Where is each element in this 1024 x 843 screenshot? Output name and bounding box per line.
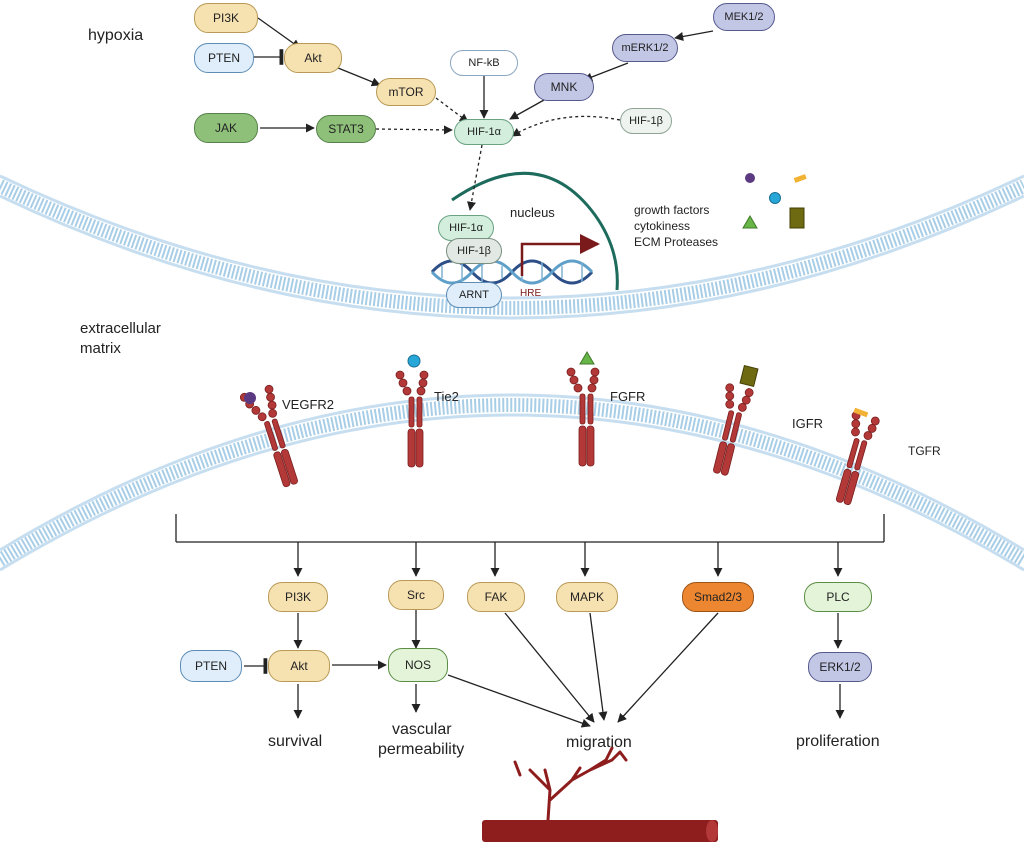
label-tgfr: TGFR xyxy=(908,444,941,458)
node-pi3k-top: PI3K xyxy=(194,3,258,33)
node-src: Src xyxy=(388,580,444,610)
tie2-ligand xyxy=(407,354,421,368)
node-hif1a-top: HIF-1α xyxy=(454,119,514,145)
growth-factor-olive-rect xyxy=(789,207,805,229)
receptor-fgfr xyxy=(566,367,600,467)
node-plc: PLC xyxy=(804,582,872,612)
receptor-vegfr2 xyxy=(239,384,298,488)
receptor-igfr xyxy=(713,383,754,476)
label-ecm-line1: extracellular xyxy=(80,320,161,337)
node-pi3k-bottom: PI3K xyxy=(268,582,328,612)
vegf-ligand xyxy=(244,392,256,404)
label-hre: HRE xyxy=(520,288,542,299)
node-hif1b-top: HIF-1β xyxy=(620,108,672,134)
tgf-ligand xyxy=(853,407,869,418)
node-smad23: Smad2/3 xyxy=(682,582,754,612)
label-secreted-2: cytokiness xyxy=(634,219,691,233)
node-hif1b-nucleus: HIF-1β xyxy=(446,238,502,264)
label-permeability: permeability xyxy=(378,741,465,758)
node-fak: FAK xyxy=(467,582,525,612)
label-hypoxia: hypoxia xyxy=(88,27,144,44)
receptor-tie2 xyxy=(395,370,429,468)
label-nucleus: nucleus xyxy=(510,205,555,220)
node-jak: JAK xyxy=(194,113,258,143)
receptor-tgfr xyxy=(835,411,880,505)
node-nfkb: NF-kB xyxy=(450,50,518,76)
growth-factor-blue-dot xyxy=(769,192,781,204)
node-nos: NOS xyxy=(388,648,448,682)
growth-factor-yellow-bar xyxy=(793,174,807,183)
fgf-ligand xyxy=(579,351,595,365)
node-mek12: MEK1/2 xyxy=(713,3,775,31)
node-merk12: mERK1/2 xyxy=(612,34,678,62)
blood-vessel-icon xyxy=(482,746,718,842)
node-mapk: MAPK xyxy=(556,582,618,612)
label-tie2: Tie2 xyxy=(434,389,459,404)
nucleus-envelope xyxy=(451,171,619,291)
node-erk12: ERK1/2 xyxy=(808,652,872,682)
label-vegfr2: VEGFR2 xyxy=(282,397,335,412)
dna-helix xyxy=(430,259,594,285)
label-vascular: vascular xyxy=(392,721,452,738)
node-pten-bottom: PTEN xyxy=(180,650,242,682)
upper-membrane xyxy=(0,174,1024,320)
node-pten-top: PTEN xyxy=(194,43,254,73)
node-mnk: MNK xyxy=(534,73,594,101)
label-migration: migration xyxy=(566,734,632,751)
node-akt-bottom: Akt xyxy=(268,650,330,682)
label-ecm-line2: matrix xyxy=(80,340,121,357)
label-secreted-1: growth factors xyxy=(634,203,710,217)
node-stat3: STAT3 xyxy=(316,115,376,143)
hre-arrow xyxy=(520,234,600,276)
label-fgfr: FGFR xyxy=(610,389,646,404)
node-mtor: mTOR xyxy=(376,78,436,106)
label-igfr: IGFR xyxy=(792,416,824,431)
label-secreted-3: ECM Proteases xyxy=(634,235,719,249)
node-akt-top: Akt xyxy=(284,43,342,73)
label-survival: survival xyxy=(268,733,323,750)
label-proliferation: proliferation xyxy=(796,733,880,750)
node-arnt: ARNT xyxy=(446,282,502,308)
growth-factor-green-triangle xyxy=(742,215,758,229)
igf-ligand xyxy=(739,364,759,388)
growth-factor-purple-dot xyxy=(745,173,755,183)
lower-membrane xyxy=(0,393,1024,572)
